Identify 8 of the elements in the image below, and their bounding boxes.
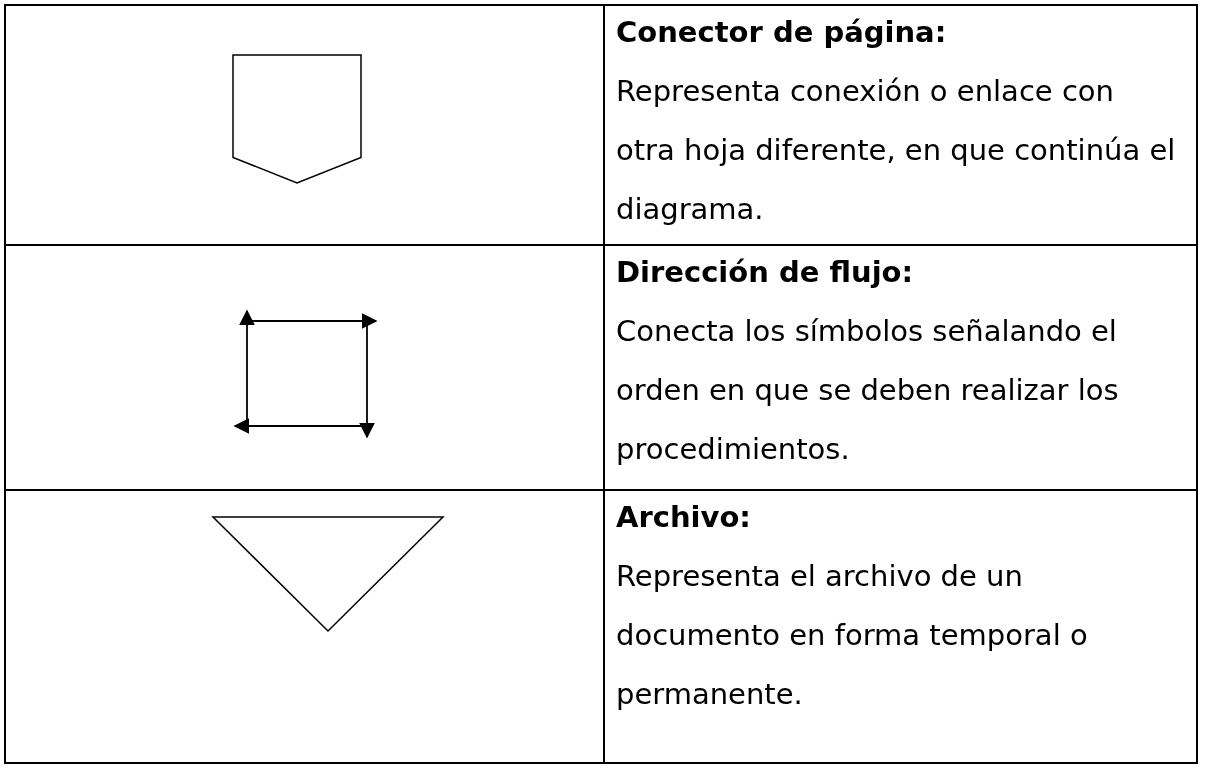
symbol-name: Dirección de flujo: xyxy=(616,254,914,291)
symbol-name: Conector de página: xyxy=(616,14,947,51)
symbol-name: Archivo: xyxy=(616,499,751,536)
symbol-description: Representa el archivo de un documento en forma temporal o permanente. xyxy=(616,558,1089,713)
symbol-description: Representa conexión o enlace con otra hoja diferente, en que continúa el diagrama. xyxy=(616,73,1176,228)
off-page-connector-symbol xyxy=(232,54,362,184)
file-triangle-symbol xyxy=(211,516,445,633)
symbol-description: Conecta los símbolos señalando el orden en que se deben realizar los procedimientos. xyxy=(616,313,1120,468)
